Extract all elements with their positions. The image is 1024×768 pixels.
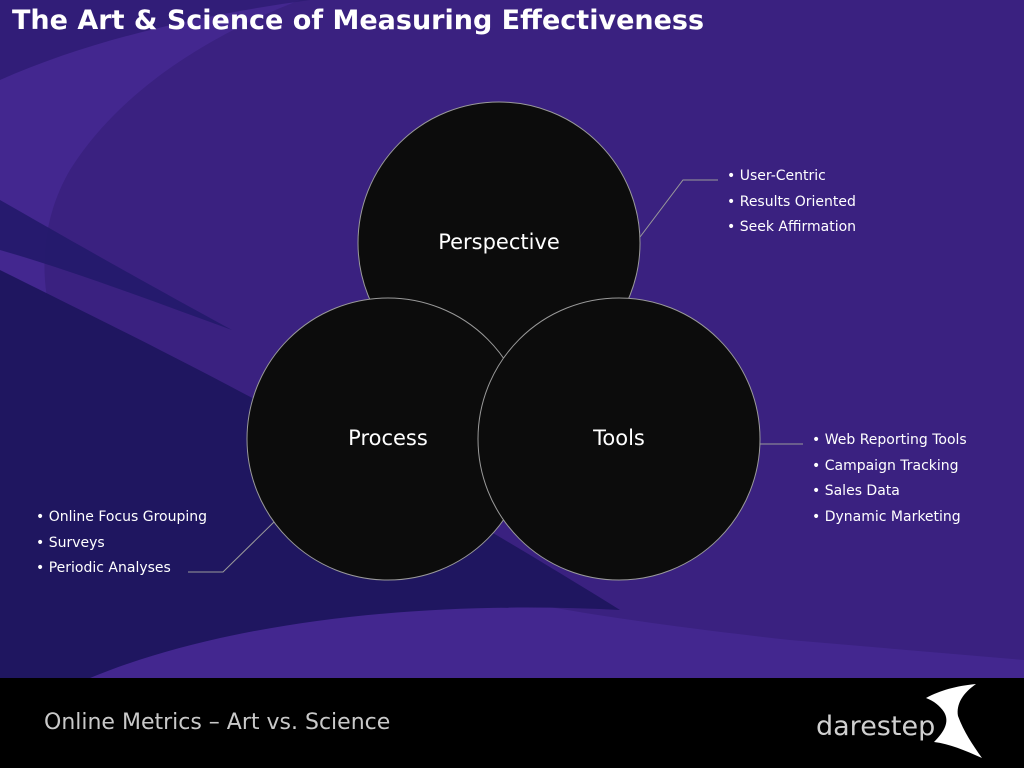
footer-title: Online Metrics – Art vs. Science xyxy=(44,710,391,735)
list-item: Seek Affirmation xyxy=(727,215,856,241)
list-item: Dynamic Marketing xyxy=(812,505,967,531)
list-item: Periodic Analyses xyxy=(36,556,207,582)
list-item: Campaign Tracking xyxy=(812,454,967,480)
list-item: User-Centric xyxy=(727,164,856,190)
background-swoosh-top xyxy=(0,0,310,80)
tools-list: Web Reporting Tools Campaign Tracking Sa… xyxy=(812,428,967,530)
list-item: Results Oriented xyxy=(727,190,856,216)
list-item: Online Focus Grouping xyxy=(36,505,207,531)
list-item: Surveys xyxy=(36,531,207,557)
list-item: Web Reporting Tools xyxy=(812,428,967,454)
slide-title: The Art & Science of Measuring Effective… xyxy=(12,5,705,36)
slide-content-area: Perspective Process Tools The Art & Scie… xyxy=(0,0,1024,678)
perspective-list: User-Centric Results Oriented Seek Affir… xyxy=(727,164,856,241)
circle-label-perspective: Perspective xyxy=(438,230,560,254)
circle-label-process: Process xyxy=(348,426,428,450)
footer-bar: Online Metrics – Art vs. Science dareste… xyxy=(0,678,1024,768)
circle-tools xyxy=(477,297,761,581)
venn-diagram: Perspective Process Tools xyxy=(246,101,761,581)
circle-label-tools: Tools xyxy=(592,426,645,450)
connector-perspective xyxy=(639,179,718,238)
list-item: Sales Data xyxy=(812,479,967,505)
logo-arrow-icon xyxy=(926,684,982,758)
darestep-logo: darestep xyxy=(816,684,982,758)
logo-wordmark: darestep xyxy=(816,711,935,742)
background-swooshes: Perspective Process Tools xyxy=(0,0,1024,678)
process-list: Online Focus Grouping Surveys Periodic A… xyxy=(36,505,207,582)
